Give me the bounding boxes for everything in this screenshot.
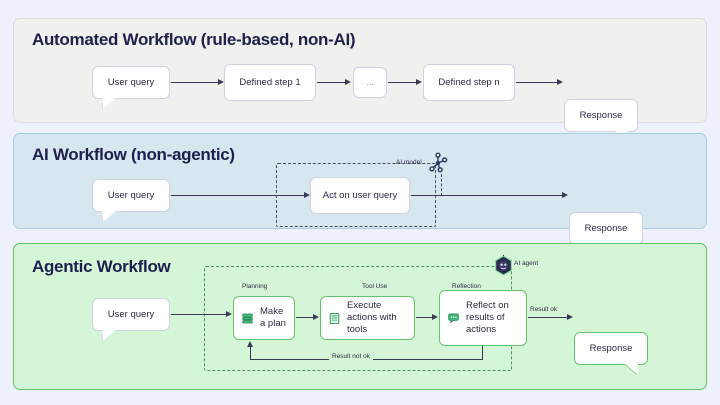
layers-stack-icon <box>242 313 253 323</box>
node-label: User query <box>107 76 155 88</box>
node-defined-step-1: Defined step 1 <box>224 64 316 101</box>
node-label: Response <box>579 109 623 121</box>
node-execute-actions-with-tools: Execute actions with tools <box>320 296 415 340</box>
node-response-agentic: Response <box>574 332 648 375</box>
feedback-arrowhead <box>247 341 253 347</box>
connector-arrowhead <box>557 79 563 85</box>
feedback-line-up <box>250 347 252 360</box>
connector-arrowhead <box>416 79 422 85</box>
node-label: Response <box>584 222 628 234</box>
connector-arrowhead <box>226 311 232 317</box>
document-list-icon <box>329 312 340 324</box>
connector-line <box>317 82 346 84</box>
connector-arrowhead <box>562 192 568 198</box>
node-defined-step-n: Defined step n <box>423 64 515 101</box>
node-make-a-plan: Make a plan <box>233 296 295 340</box>
node-label: Reflect on results of actions <box>466 300 509 335</box>
connector-line <box>171 82 219 84</box>
edge-label-result-not-ok: Result not ok <box>329 353 373 360</box>
node-label: User query <box>107 189 155 201</box>
connector-line <box>388 82 417 84</box>
feedback-line-down <box>482 346 484 360</box>
panel-automated-workflow: Automated Workflow (rule-based, non-AI) … <box>13 18 707 142</box>
node-label: Act on user query <box>322 189 398 201</box>
panel-agentic-workflow: Agentic Workflow User query Planning Too… <box>13 243 707 390</box>
connector-arrowhead <box>345 79 351 85</box>
panel-ai-workflow: AI Workflow (non-agentic) User query Act… <box>13 133 707 255</box>
connector-line <box>296 317 314 319</box>
node-content: Reflect on results of actions <box>440 300 526 336</box>
bubble-tail <box>102 211 116 222</box>
ai-agent-hexagon-robot-icon <box>494 255 513 276</box>
node-label: User query <box>107 308 155 320</box>
node-content: Make a plan <box>234 306 294 330</box>
node-label: Defined step 1 <box>239 76 301 88</box>
label-ai-model: AI model <box>396 159 422 166</box>
panel-title-ai: AI Workflow (non-agentic) <box>32 145 235 164</box>
label-ai-agent: AI agent <box>514 260 539 267</box>
bubble-tail <box>625 364 638 375</box>
node-ellipsis: ... <box>353 67 387 98</box>
chat-bubble-icon <box>448 313 459 323</box>
connector-arrowhead <box>218 79 224 85</box>
node-label: ... <box>366 76 374 87</box>
node-reflect-on-results: Reflect on results of actions <box>439 290 527 346</box>
node-label: Make a plan <box>260 306 286 329</box>
stage-label-tool-use: Tool Use <box>362 283 388 290</box>
connector-line-result-ok <box>528 317 568 319</box>
connector-arrowhead <box>432 314 438 320</box>
ai-model-node-graph-icon <box>429 152 448 173</box>
node-label: Execute actions with tools <box>347 300 397 335</box>
panel-title-agentic: Agentic Workflow <box>32 257 171 276</box>
connector-arrowhead <box>304 192 310 198</box>
connector-line <box>171 195 305 197</box>
connector-line <box>416 317 433 319</box>
connector-arrowhead <box>313 314 319 320</box>
connector-line <box>516 82 558 84</box>
node-label: Response <box>589 342 633 354</box>
region-ai-model-dashed-stem <box>441 174 442 196</box>
node-act-on-user-query: Act on user query <box>310 177 410 214</box>
node-user-query-agentic: User query <box>92 298 170 341</box>
edge-label-result-ok: Result ok <box>530 306 558 313</box>
node-user-query-automated: User query <box>92 66 170 109</box>
bubble-tail <box>102 98 116 109</box>
bubble-tail <box>102 330 116 341</box>
node-response-ai: Response <box>569 212 643 255</box>
node-label: Defined step n <box>438 76 500 88</box>
node-response-automated: Response <box>564 99 638 142</box>
node-content: Execute actions with tools <box>321 300 414 336</box>
connector-line <box>411 195 563 197</box>
stage-label-planning: Planning <box>242 283 268 290</box>
stage-label-reflection: Reflection <box>452 283 481 290</box>
connector-line <box>171 314 227 316</box>
panel-title-automated: Automated Workflow (rule-based, non-AI) <box>32 30 356 49</box>
node-user-query-ai: User query <box>92 179 170 222</box>
connector-arrowhead <box>567 314 573 320</box>
